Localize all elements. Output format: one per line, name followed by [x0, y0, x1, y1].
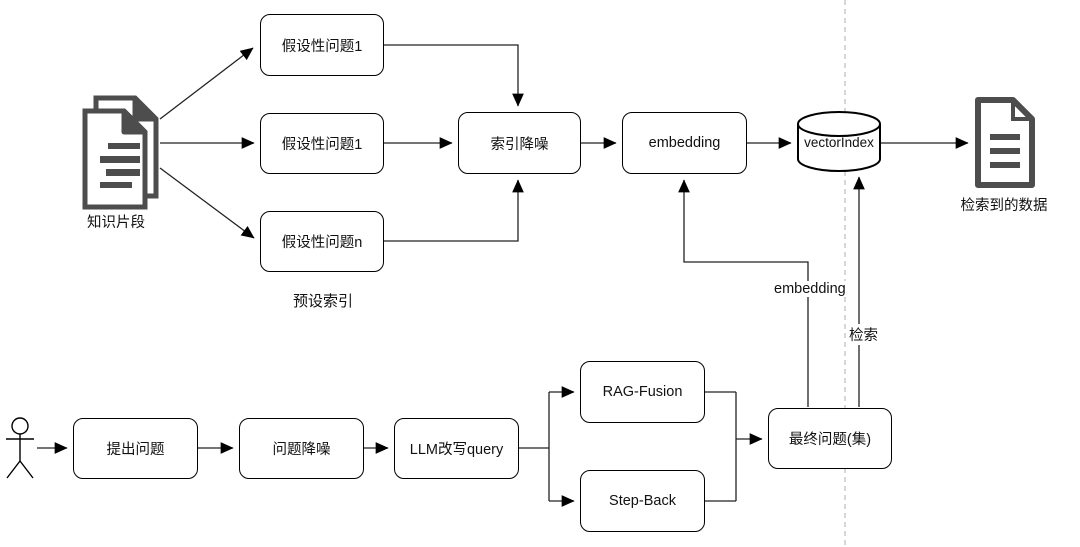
node-rag-fusion: RAG-Fusion — [580, 361, 705, 423]
node-step-back: Step-Back — [580, 470, 705, 532]
label-knowledge-fragments: 知识片段 — [87, 215, 145, 231]
node-llm-rewrite-query: LLM改写query — [394, 418, 519, 479]
edge-qn-to-denoise — [384, 179, 524, 242]
label-preset-index: 预设索引 — [292, 293, 353, 310]
node-hypothetical-question-2: 假设性问题1 — [260, 113, 384, 174]
label-retrieved-data: 检索到的数据 — [960, 198, 1048, 214]
node-vector-index-label: vectorIndex — [804, 135, 874, 150]
edge-docs-to-qn — [159, 167, 255, 239]
edge-label-retrieve: 检索 — [847, 324, 880, 345]
node-embedding: embedding — [622, 112, 747, 174]
node-hypothetical-question-1: 假设性问题1 — [260, 14, 384, 76]
node-ask-question: 提出问题 — [73, 418, 198, 479]
document-icon — [975, 97, 1035, 188]
vector-index-cylinder — [797, 111, 881, 172]
node-question-denoise: 问题降噪 — [239, 418, 364, 479]
edge-docs-to-q1 — [159, 47, 254, 120]
node-hypothetical-question-n: 假设性问题n — [260, 211, 384, 272]
edge-label-embedding: embedding — [772, 281, 848, 297]
edge-final-to-embedding — [678, 179, 809, 407]
documents-stack-icon — [82, 95, 159, 210]
node-final-question-set: 最终问题(集) — [768, 408, 892, 469]
node-index-denoise: 索引降噪 — [458, 112, 581, 174]
person-actor-icon — [6, 417, 34, 479]
edge-q1-to-denoise — [384, 44, 524, 107]
